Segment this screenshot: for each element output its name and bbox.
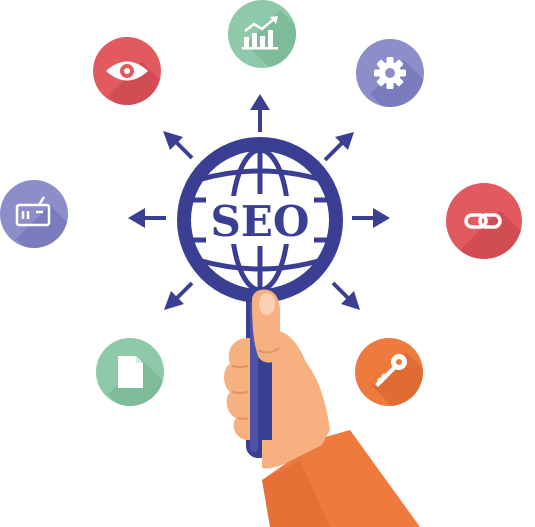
arrow-up-right — [323, 132, 354, 162]
arrow-down-left — [164, 281, 194, 310]
fingers — [224, 338, 250, 440]
wallet-card-icon — [15, 196, 51, 227]
arrow-down-right — [331, 281, 360, 310]
settings-badge — [356, 39, 424, 107]
hand — [224, 289, 420, 527]
key-badge — [355, 338, 423, 406]
key-icon — [375, 354, 407, 387]
link-badge — [446, 183, 522, 259]
arrow-left — [128, 208, 166, 228]
eye-icon — [106, 61, 148, 81]
growth-chart-badge — [228, 0, 296, 68]
wallet-badge — [0, 180, 68, 248]
document-icon — [118, 356, 143, 388]
chain-link-icon — [464, 213, 502, 229]
arrow-right — [352, 208, 390, 228]
arrow-up — [250, 94, 270, 132]
eye-badge — [93, 37, 161, 105]
arrow-up-left — [163, 131, 194, 160]
seo-globe: SEO — [177, 137, 343, 303]
palm — [262, 330, 330, 469]
growth-chart-icon — [242, 16, 278, 50]
radiating-arrows — [128, 94, 390, 310]
seo-label: SEO — [211, 197, 310, 246]
settings-gear-icon — [374, 57, 406, 89]
document-badge — [96, 338, 164, 406]
